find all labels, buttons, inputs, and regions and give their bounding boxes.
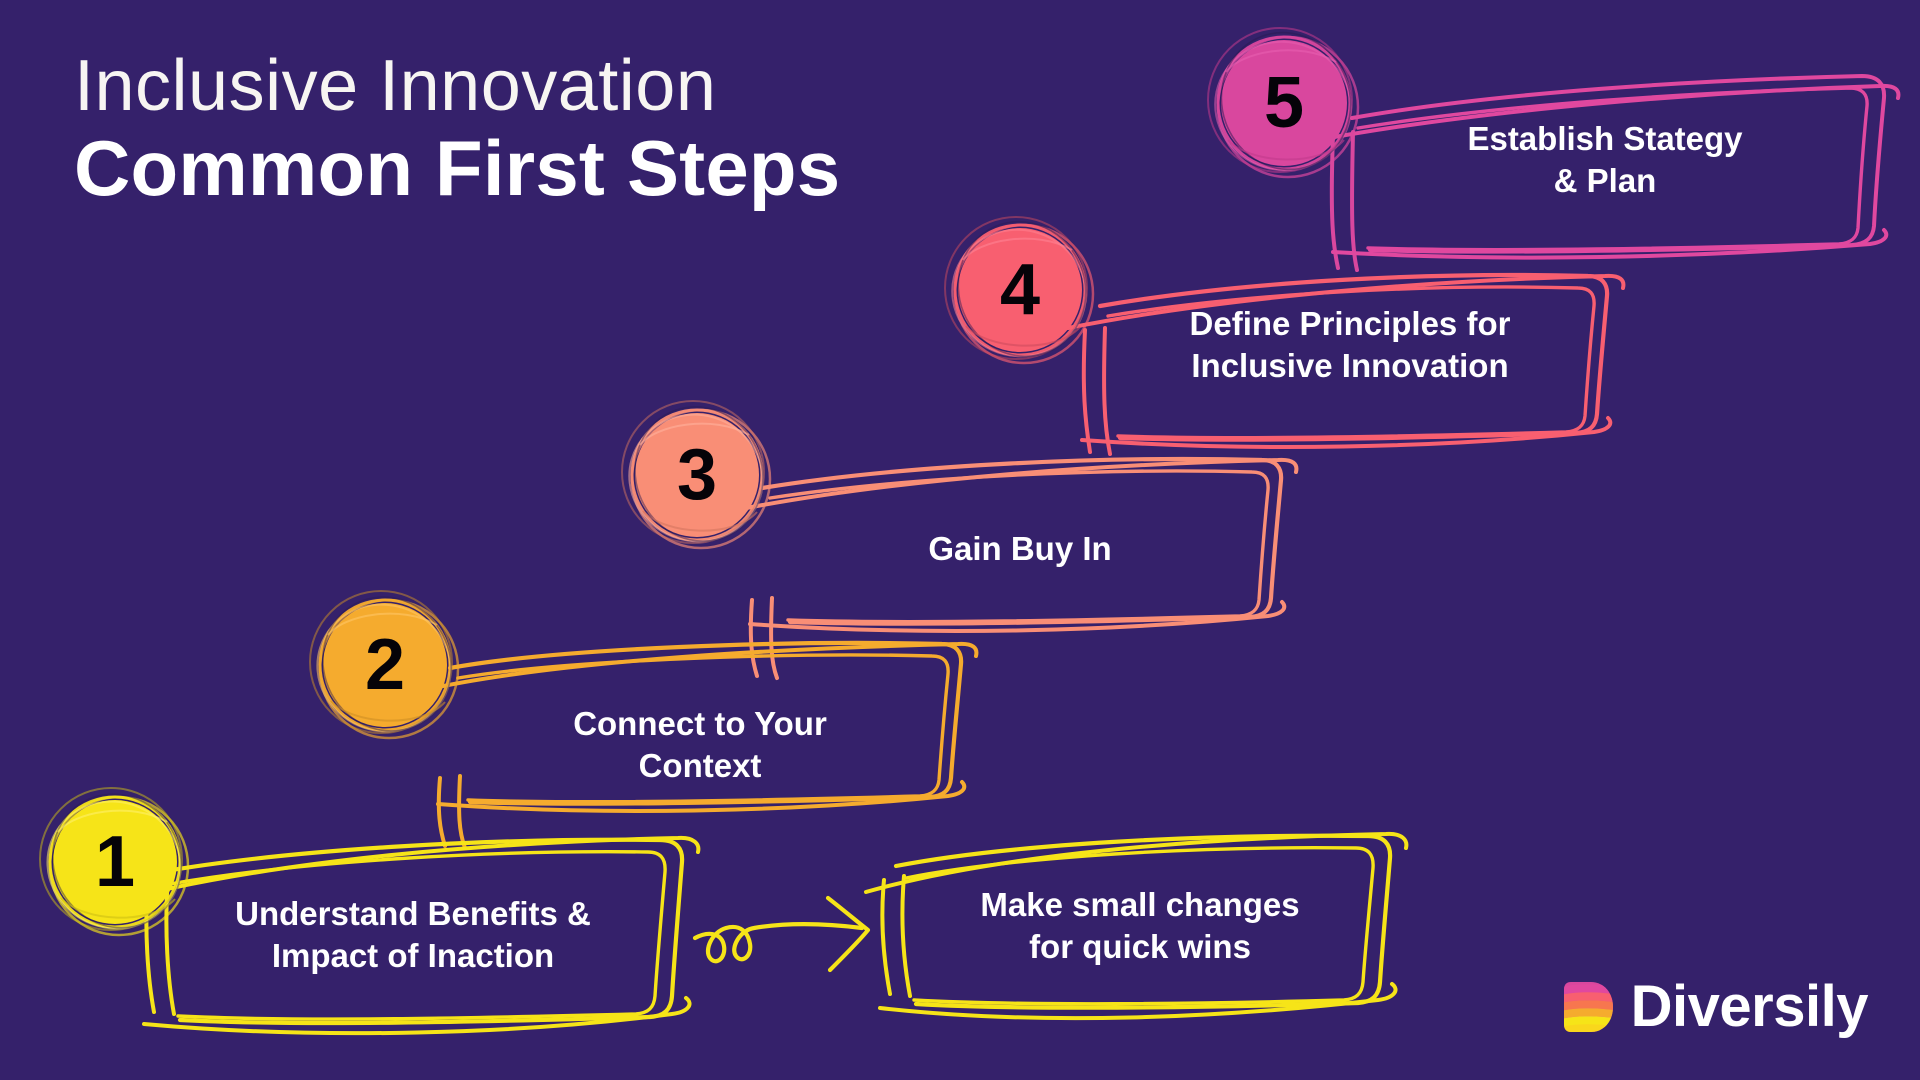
step-label-1: Understand Benefits & Impact of Inaction <box>235 895 591 974</box>
page-title: Inclusive Innovation Common First Steps <box>74 50 994 210</box>
step-number-1-text: 1 <box>94 822 136 902</box>
globe-icon <box>1563 982 1613 1032</box>
step-number-1: 1 <box>55 802 175 922</box>
step-number-3: 3 <box>637 415 757 535</box>
step-number-3-text: 3 <box>676 435 718 515</box>
step-number-5: 5 <box>1224 43 1344 163</box>
step-number-2: 2 <box>325 605 445 725</box>
curly-arrow-right <box>692 895 871 973</box>
step-label-5: Establish Stategy & Plan <box>1467 120 1743 199</box>
step-label-4: Define Principles for Inclusive Innovati… <box>1189 305 1511 384</box>
step-label-3: Gain Buy In <box>928 530 1112 567</box>
diversily-logo: Diversily <box>1561 974 1869 1039</box>
step-number-4-text: 4 <box>999 250 1041 330</box>
title-line-1: Inclusive Innovation <box>74 46 717 126</box>
extra-box-label: Make small changes for quick wins <box>980 886 1300 965</box>
step-label-2: Connect to Your Context <box>573 705 827 784</box>
title-line-2: Common First Steps <box>74 124 841 212</box>
step-number-5-text: 5 <box>1263 63 1305 143</box>
logo-wordmark: Diversily <box>1630 974 1869 1039</box>
step-number-4: 4 <box>960 230 1080 350</box>
step-number-2-text: 2 <box>364 625 406 705</box>
